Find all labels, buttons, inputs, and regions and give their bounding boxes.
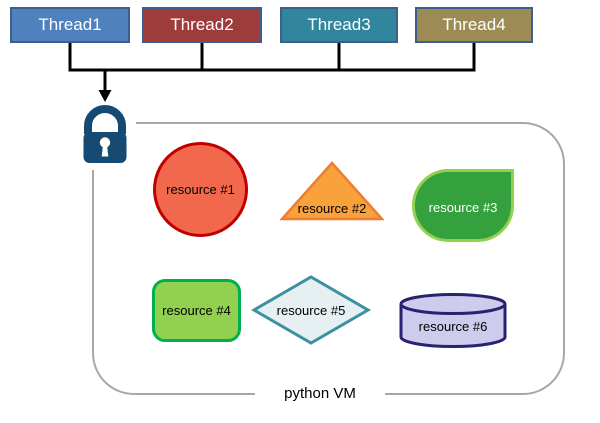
resource-3-teardrop: resource #3 — [412, 169, 514, 242]
thread3-label: Thread3 — [307, 15, 371, 34]
resource-1-circle: resource #1 — [153, 142, 248, 237]
thread4-label: Thread4 — [442, 15, 506, 34]
python-vm-label: python VM — [255, 384, 385, 404]
resource-6-cylinder: resource #6 — [398, 292, 508, 350]
lock-backdrop — [72, 96, 136, 170]
resource-6-label: resource #6 — [418, 319, 488, 334]
resource-5-diamond: resource #5 — [251, 274, 371, 346]
thread1-label: Thread1 — [38, 15, 102, 34]
resource-5-label: resource #5 — [276, 303, 346, 318]
resource-4-label: resource #4 — [162, 303, 231, 318]
resource-4-rounded-rect: resource #4 — [152, 279, 241, 342]
resource-2-triangle: resource #2 — [280, 160, 384, 222]
thread4-box: Thread4 — [415, 7, 533, 43]
thread2-label: Thread2 — [170, 15, 234, 34]
thread1-box: Thread1 — [10, 7, 130, 43]
thread2-box: Thread2 — [142, 7, 262, 43]
thread-connector-lines — [68, 43, 476, 72]
resource-3-label: resource #3 — [428, 200, 498, 215]
resource-2-label: resource #2 — [297, 201, 367, 216]
thread3-box: Thread3 — [280, 7, 398, 43]
resource-1-label: resource #1 — [166, 182, 235, 197]
